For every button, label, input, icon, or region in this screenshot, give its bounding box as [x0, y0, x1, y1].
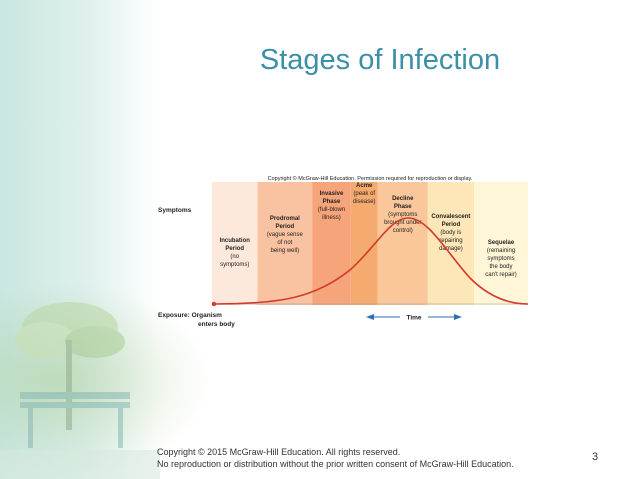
stage-label-2-line-4: of not [277, 240, 292, 246]
park-bench-tree-illustration [0, 302, 160, 479]
exposure-label-line-1: Exposure: Organism [158, 312, 222, 319]
stage-label-3-line-3: (full-blown [318, 207, 345, 213]
stage-label-7-line-2: (remaining [487, 248, 515, 254]
stage-label-5-line-4: brought under [384, 220, 421, 226]
stage-label-2-line-5: being well) [270, 248, 299, 254]
slide-title: Stages of Infection [259, 44, 501, 76]
stage-label-3-line-1: Invasive [320, 191, 344, 197]
stage-band-6 [427, 182, 475, 305]
time-arrow-left-head [366, 314, 374, 320]
stage-label-6-line-3: (body is [440, 230, 461, 236]
stage-label-1-line-3: (no [230, 254, 239, 260]
stage-band-1 [212, 182, 258, 305]
stage-label-2-line-2: Period [275, 224, 294, 230]
page-number: 3 [592, 451, 599, 463]
stage-label-7-line-3: symptoms [487, 256, 514, 262]
y-axis-label: Symptoms [158, 207, 192, 214]
stage-label-7-line-5: can't repair) [485, 272, 517, 278]
exposure-point [211, 301, 217, 307]
stage-label-1-line-2: Period [225, 246, 244, 252]
stage-label-5-line-3: (symptoms [388, 212, 417, 218]
stage-band-2 [257, 182, 313, 305]
stage-label-6-line-2: Period [442, 222, 461, 228]
stage-label-1-line-1: Incubation [220, 238, 251, 244]
stage-label-4-line-3: disease) [353, 199, 376, 205]
stage-label-6-line-5: damage) [439, 246, 463, 252]
diagram-canvas: Copyright © McGraw-Hill Education. Permi… [158, 175, 529, 328]
footer-line-2: No reproduction or distribution without … [157, 459, 514, 469]
infection-stages-diagram: Copyright © McGraw-Hill Education. Permi… [150, 170, 530, 330]
time-arrow-right-head [454, 314, 462, 320]
stage-label-4-line-2: (peak of [353, 191, 375, 197]
stage-band-4 [350, 182, 378, 305]
stage-label-5-line-5: control) [393, 228, 413, 234]
stage-label-3-line-2: Phase [323, 199, 341, 205]
stage-label-5-line-2: Phase [394, 204, 412, 210]
stage-label-7-line-4: the body [490, 264, 513, 270]
stage-label-3-line-4: illness) [322, 215, 341, 221]
stage-band-5 [377, 182, 428, 305]
stage-label-2-line-3: (vague sense [267, 232, 304, 238]
stage-band-3 [312, 182, 351, 305]
exposure-label-line-2: enters body [198, 321, 235, 328]
stage-label-6-line-1: Convalescent [431, 214, 470, 220]
time-label: Time [406, 315, 421, 322]
stage-label-1-line-4: symptoms) [220, 262, 249, 268]
stage-label-7-line-1: Sequelae [488, 240, 515, 246]
stage-label-4-line-1: Acme [356, 183, 373, 189]
stage-label-6-line-4: repairing [439, 238, 462, 244]
stage-band-7 [474, 182, 528, 305]
stage-label-5-line-1: Decline [392, 196, 414, 202]
footer-line-1: Copyright © 2015 McGraw-Hill Education. … [157, 447, 401, 457]
symptoms-curve [213, 217, 529, 305]
stage-label-2-line-1: Prodromal [270, 216, 300, 222]
diagram-copyright: Copyright © McGraw-Hill Education. Permi… [268, 175, 473, 182]
footer-copyright: Copyright © 2015 McGraw-Hill Education. … [157, 446, 514, 470]
